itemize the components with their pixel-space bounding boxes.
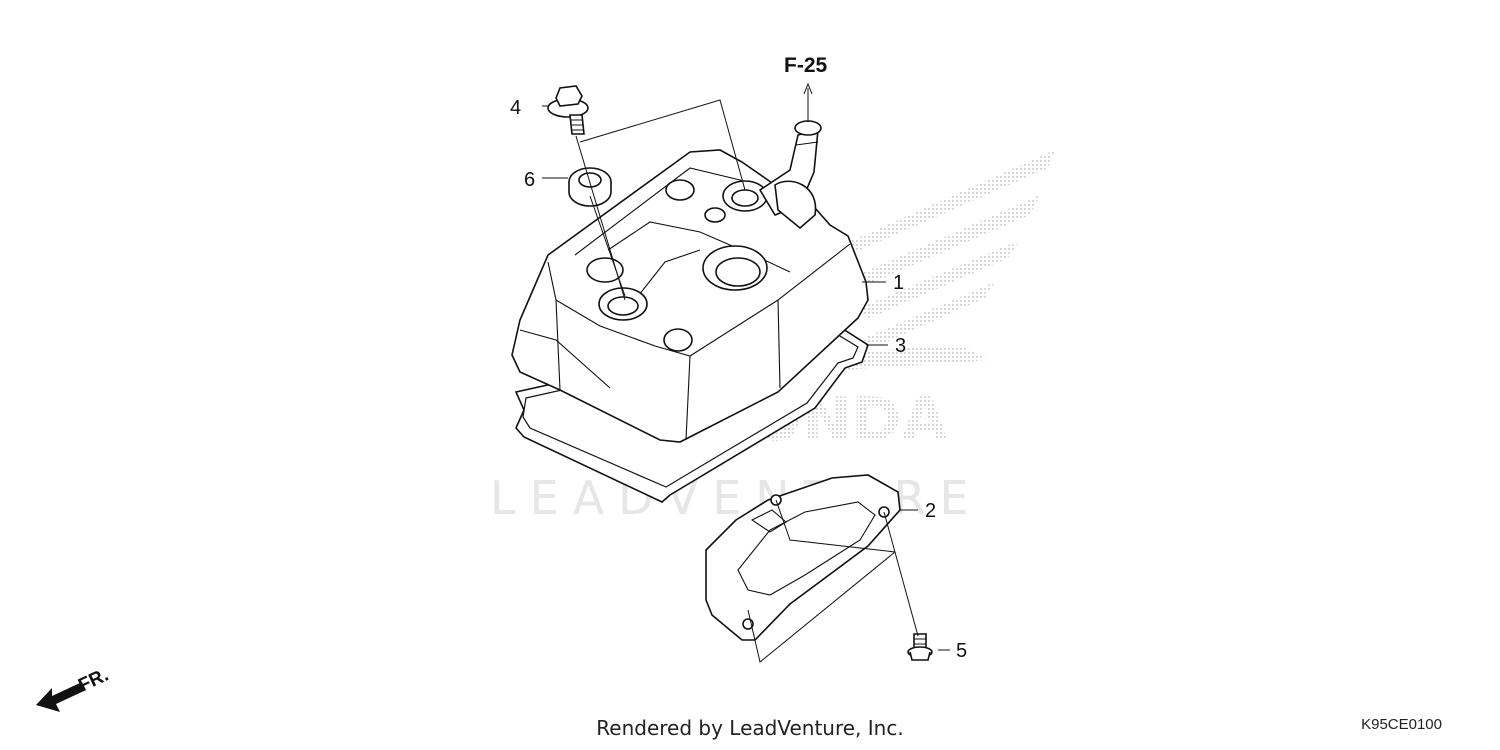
callout-small-bolt: 5 [956, 640, 967, 662]
callout-bolt: 4 [510, 97, 521, 119]
diagram-code: K95CE0100 [1361, 716, 1442, 733]
watermark: LEADVENTURE [490, 471, 983, 525]
small-bolt [907, 633, 933, 661]
leader-lines [542, 82, 950, 663]
callout-cover: 1 [893, 272, 904, 294]
seal-washer [568, 167, 612, 207]
callout-plate: 2 [925, 500, 936, 522]
cylinder-head-cover [511, 120, 869, 443]
callout-seal-washer: 6 [524, 169, 535, 191]
cover-plate [705, 474, 901, 641]
flange-bolt [547, 85, 589, 135]
brand-wing-logo [720, 150, 1055, 378]
footer-credit: Rendered by LeadVenture, Inc. [596, 716, 904, 740]
callout-gasket: 3 [895, 335, 906, 357]
front-direction-arrow [36, 682, 86, 712]
reference-label: F-25 [784, 54, 828, 77]
